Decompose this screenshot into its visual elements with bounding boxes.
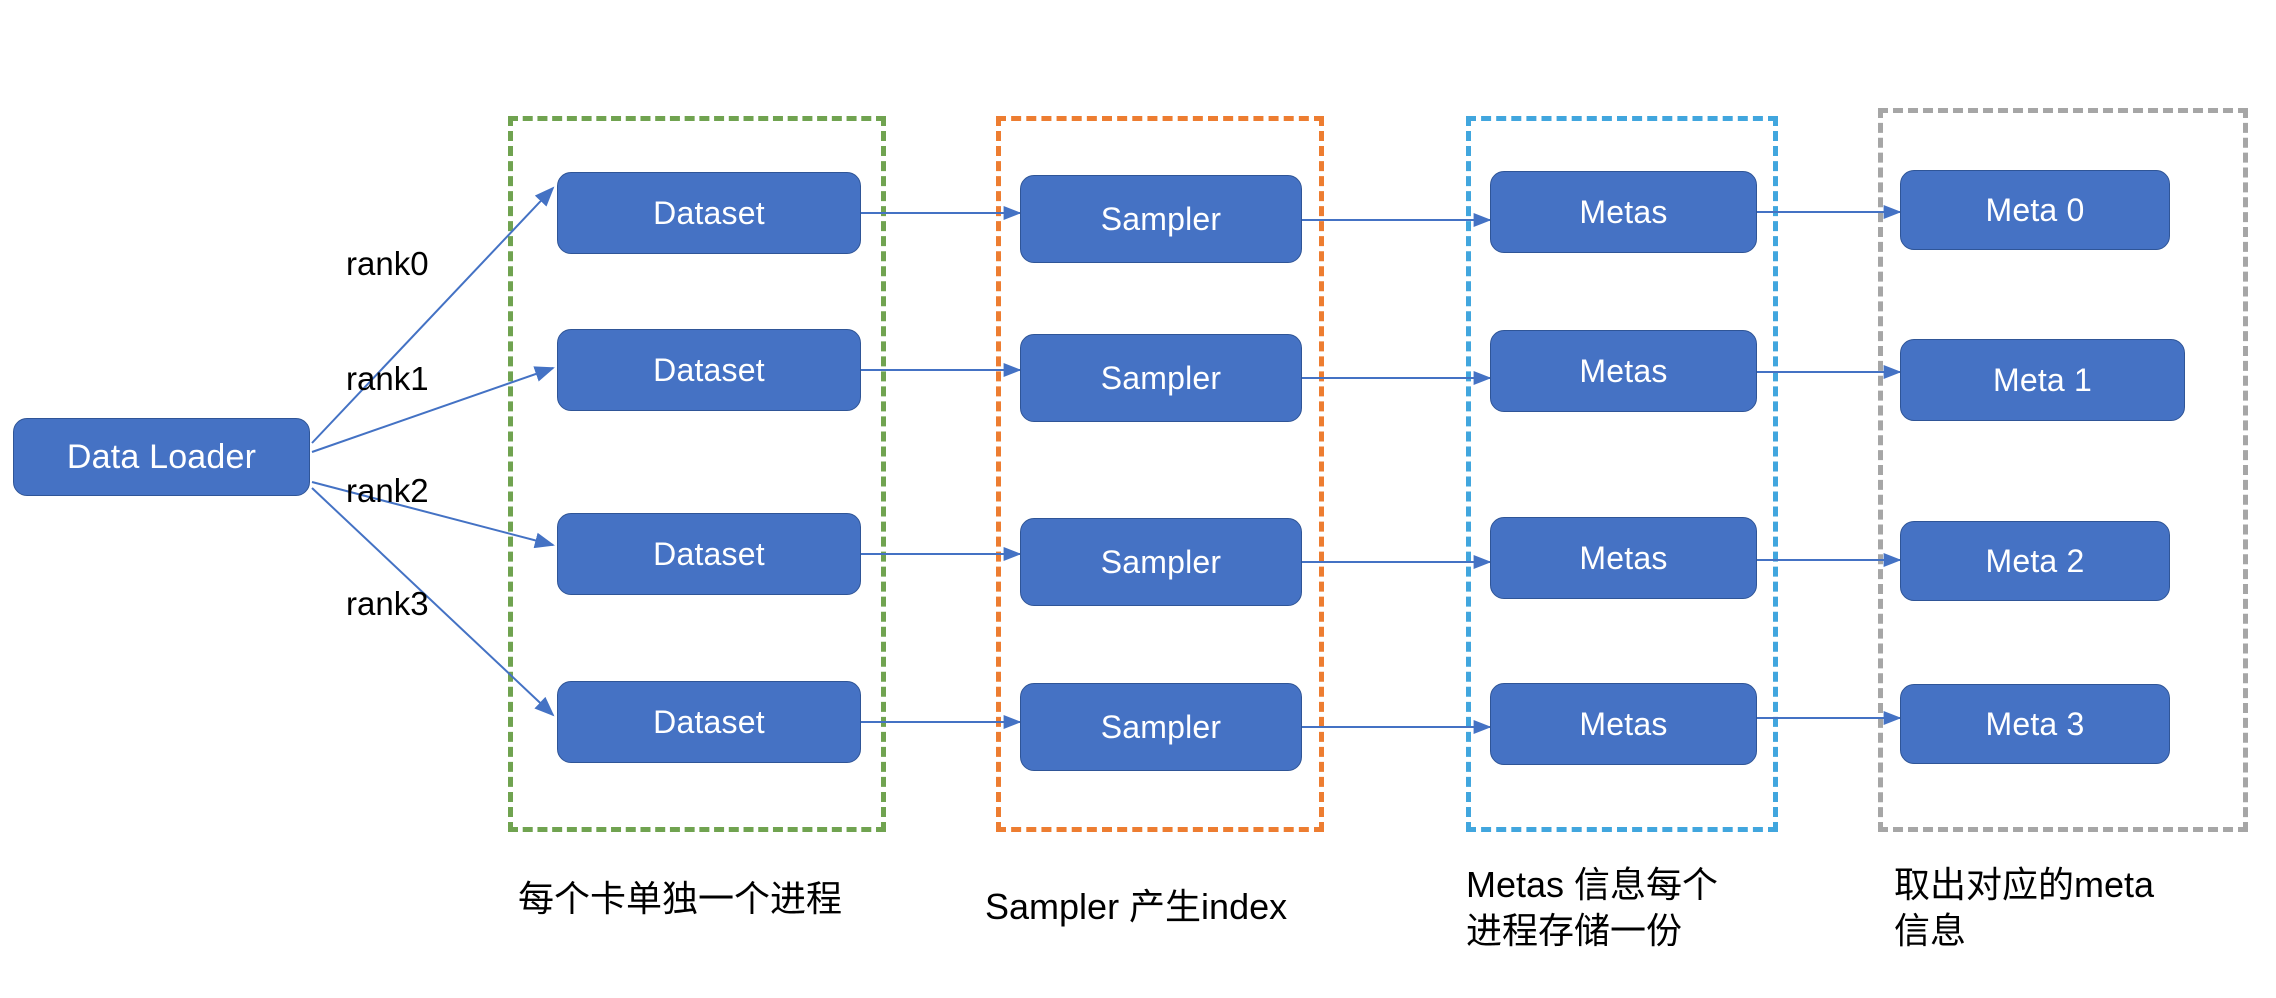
node-meta-1[interactable]: Meta 1 [1900, 339, 2185, 421]
sampler-to-metas-arrows [1302, 213, 1492, 734]
group-box-dataset [508, 116, 886, 832]
node-metas-0[interactable]: Metas [1490, 171, 1757, 253]
node-sampler-3[interactable]: Sampler [1020, 683, 1302, 771]
node-dataset-1[interactable]: Dataset [557, 329, 861, 411]
edge-label-rank2: rank2 [346, 472, 429, 509]
caption-dataset: 每个卡单独一个进程 [518, 876, 938, 922]
node-metas-1[interactable]: Metas [1490, 330, 1757, 412]
node-dataset-3[interactable]: Dataset [557, 681, 861, 763]
node-metas-3[interactable]: Metas [1490, 683, 1757, 765]
node-sampler-1[interactable]: Sampler [1020, 334, 1302, 422]
caption-metas-line-0: Metas 信息每个 [1466, 864, 1719, 905]
group-box-sampler [996, 116, 1324, 832]
edge-label-rank1: rank1 [346, 360, 429, 397]
node-sampler-0[interactable]: Sampler [1020, 175, 1302, 263]
node-metas-2[interactable]: Metas [1490, 517, 1757, 599]
node-meta-2[interactable]: Meta 2 [1900, 521, 2170, 601]
node-data-loader[interactable]: Data Loader [13, 418, 310, 496]
edge-label-rank0: rank0 [346, 245, 429, 282]
caption-meta-line-1: 信息 [1894, 910, 1967, 952]
group-box-meta [1878, 108, 2248, 832]
caption-sampler: Sampler 产生index [985, 884, 1385, 930]
caption-sampler-line-0: Sampler 产生index [985, 886, 1288, 927]
node-meta-0[interactable]: Meta 0 [1900, 170, 2170, 250]
caption-metas-line-1: 进程存储一份 [1466, 910, 1683, 952]
caption-metas: Metas 信息每个 进程存储一份 [1466, 862, 1866, 954]
edge-label-rank3: rank3 [346, 585, 429, 622]
node-meta-3[interactable]: Meta 3 [1900, 684, 2170, 764]
caption-meta: 取出对应的meta 信息 [1894, 862, 2276, 954]
node-dataset-2[interactable]: Dataset [557, 513, 861, 595]
node-dataset-0[interactable]: Dataset [557, 172, 861, 254]
node-sampler-2[interactable]: Sampler [1020, 518, 1302, 606]
caption-dataset-line-0: 每个卡单独一个进程 [518, 878, 843, 919]
group-box-metas [1466, 116, 1778, 832]
caption-meta-line-0: 取出对应的meta [1894, 864, 2155, 905]
